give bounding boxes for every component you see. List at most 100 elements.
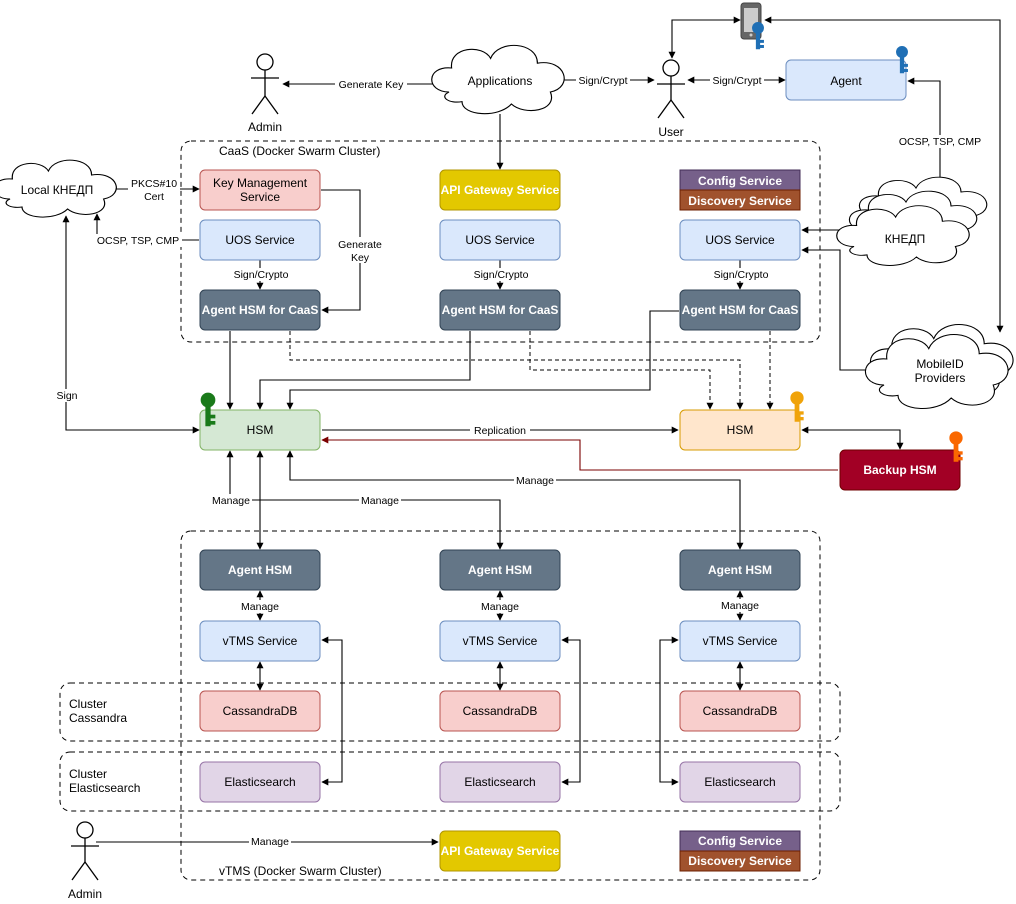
elasticsearch-3[interactable]: Elasticsearch (679, 761, 801, 803)
elasticsearch-2-label: Elasticsearch (464, 775, 535, 789)
discovery-service-vtms[interactable]: Discovery Service (679, 850, 801, 872)
label-manage-v2: Manage (481, 601, 519, 613)
label-sign-crypto-3: Sign/Crypto (714, 269, 769, 281)
discovery-service-vtms-label: Discovery Service (688, 854, 792, 868)
edge-vtms1-es1 (321, 636, 343, 786)
cassandra-1[interactable]: CassandraDB (199, 690, 321, 732)
uos-service-3[interactable]: UOS Service (679, 219, 801, 261)
key-management-service[interactable]: Key Management Service (199, 169, 321, 211)
cassandra-3-label: CassandraDB (703, 704, 778, 718)
user-actor: User (657, 59, 685, 139)
vtms-service-1[interactable]: vTMS Service (199, 620, 321, 662)
agent-label: Agent (830, 74, 862, 88)
vtms-service-3[interactable]: vTMS Service (679, 620, 801, 662)
edge-agent-knedp (907, 77, 944, 191)
agent-hsm-3[interactable]: Agent HSM (679, 549, 801, 591)
person-icon (251, 53, 279, 115)
discovery-service-caas[interactable]: Discovery Service (679, 189, 801, 211)
label-manage-admin: Manage (251, 836, 289, 848)
config-service-caas-label: Config Service (698, 174, 782, 188)
hsm-primary[interactable]: HSM (199, 409, 321, 451)
uos-3-label: UOS Service (705, 233, 775, 247)
mobileid-label-1: MobileID (916, 357, 964, 371)
knedp-cloud[interactable]: КНЕДП (836, 176, 988, 267)
admin-bottom-label: Admin (68, 887, 102, 901)
applications-cloud[interactable]: Applications (431, 44, 565, 115)
elasticsearch-2[interactable]: Elasticsearch (439, 761, 561, 803)
label-sign-crypto-2: Sign/Crypto (474, 269, 529, 281)
agent-hsm-2[interactable]: Agent HSM (439, 549, 561, 591)
label-replication: Replication (474, 425, 526, 437)
label-generate-key: Generate Key (339, 79, 405, 91)
agent-box[interactable]: Agent (785, 59, 907, 101)
agent-hsm-caas-1[interactable]: Agent HSM for CaaS (199, 289, 321, 331)
cassandra-cluster-label-1: Cluster (69, 697, 107, 711)
agent-hsm-3-label: Agent HSM (708, 563, 772, 577)
cassandra-3[interactable]: CassandraDB (679, 690, 801, 732)
user-label: User (658, 125, 683, 139)
elasticsearch-3-label: Elasticsearch (704, 775, 775, 789)
agent-hsm-caas-3-label: Agent HSM for CaaS (682, 303, 799, 317)
label-pkcs10-1: PKCS#10 (131, 178, 177, 190)
label-sign-crypt-2: Sign/Crypt (712, 75, 761, 87)
backup-hsm[interactable]: Backup HSM (839, 449, 961, 491)
admin-bottom-actor: Admin (68, 821, 102, 901)
edge-phone-mobileid (764, 16, 1004, 333)
label-manage-2: Manage (361, 495, 399, 507)
mobileid-cloud[interactable]: MobileID Providers (864, 323, 1014, 410)
local-knedp-cloud[interactable]: Local КНЕДП (0, 159, 117, 218)
label-ocsp-agent: OCSP, TSP, CMP (899, 136, 981, 148)
local-knedp-label: Local КНЕДП (21, 183, 93, 197)
knedp-label: КНЕДП (885, 232, 925, 246)
agent-hsm-caas-2[interactable]: Agent HSM for CaaS (439, 289, 561, 331)
edge-uos3-mobileid (801, 246, 889, 374)
agent-hsm-1[interactable]: Agent HSM (199, 549, 321, 591)
edge-vtms2-es2 (561, 636, 581, 786)
label-manage-v1: Manage (241, 601, 279, 613)
config-service-caas[interactable]: Config Service (679, 169, 801, 191)
cloud-icon (836, 176, 988, 267)
cassandra-cluster: Cluster Cassandra (59, 682, 841, 742)
caas-cluster-label: CaaS (Docker Swarm Cluster) (219, 144, 380, 158)
elasticsearch-1[interactable]: Elasticsearch (199, 761, 321, 803)
uos-1-label: UOS Service (225, 233, 295, 247)
vtms-3-label: vTMS Service (703, 634, 778, 648)
applications-label: Applications (468, 74, 533, 88)
key-management-label-2: Service (240, 190, 280, 204)
mobileid-label-2: Providers (915, 371, 966, 385)
uos-service-2[interactable]: UOS Service (439, 219, 561, 261)
elastic-cluster-label-2: Elasticsearch (69, 781, 140, 795)
vtms-cluster-label: vTMS (Docker Swarm Cluster) (219, 864, 382, 878)
cassandra-2-label: CassandraDB (463, 704, 538, 718)
api-gateway-vtms-label: API Gateway Service (441, 844, 560, 858)
agent-hsm-2-label: Agent HSM (468, 563, 532, 577)
elasticsearch-cluster: Cluster Elasticsearch (59, 751, 841, 812)
label-generate-key-2a: Generate (338, 239, 382, 251)
vtms-1-label: vTMS Service (223, 634, 298, 648)
elastic-cluster-label-1: Cluster (69, 767, 107, 781)
hsm-secondary-label: HSM (727, 423, 754, 437)
edge-manage-2 (230, 499, 504, 550)
label-ocsp-local: OCSP, TSP, CMP (97, 235, 179, 247)
label-sign: Sign (56, 390, 77, 402)
agent-hsm-caas-3[interactable]: Agent HSM for CaaS (679, 289, 801, 331)
discovery-service-caas-label: Discovery Service (688, 194, 792, 208)
vtms-service-2[interactable]: vTMS Service (439, 620, 561, 662)
uos-service-1[interactable]: UOS Service (199, 219, 321, 261)
agent-hsm-caas-1-label: Agent HSM for CaaS (202, 303, 319, 317)
config-service-vtms[interactable]: Config Service (679, 830, 801, 852)
label-manage-3: Manage (516, 475, 554, 487)
hsm-secondary[interactable]: HSM (679, 409, 801, 451)
label-manage-1: Manage (212, 495, 250, 507)
backup-hsm-label: Backup HSM (863, 463, 936, 477)
edge-ahc2-hsm (256, 331, 471, 410)
edge-user-phone (668, 16, 741, 59)
key-management-label-1: Key Management (213, 176, 308, 190)
agent-hsm-1-label: Agent HSM (228, 563, 292, 577)
api-gateway-caas[interactable]: API Gateway Service (439, 169, 561, 211)
edge-ahc1-hsm2 (289, 331, 744, 410)
cassandra-2[interactable]: CassandraDB (439, 690, 561, 732)
edge-ahc3-hsm (286, 310, 679, 410)
api-gateway-vtms[interactable]: API Gateway Service (439, 830, 561, 872)
